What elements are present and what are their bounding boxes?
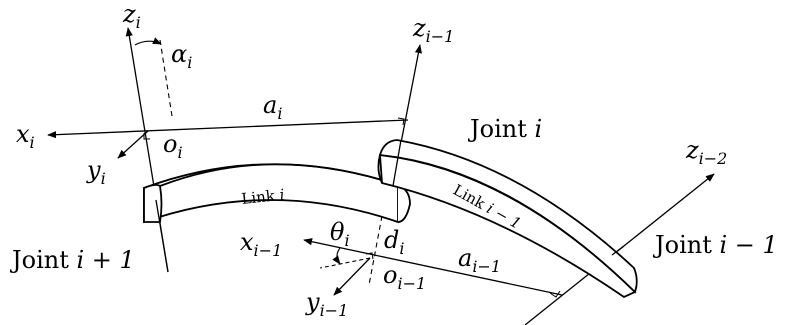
a-i-right-angle-mark	[397, 117, 405, 126]
o-i-label: oi	[163, 130, 183, 162]
link-i-label: Link i	[241, 186, 286, 208]
a-i-minus-1-right-angle-mark	[549, 290, 561, 298]
x-i-axis	[47, 119, 409, 139]
joint-i-label: Joint i	[467, 115, 542, 143]
link-i-minus-1-body	[377, 139, 638, 299]
x-i-dashed-projection	[319, 257, 371, 269]
z-i-label: zi	[122, 0, 141, 32]
y-i-minus-1-label: yi−1	[305, 288, 348, 320]
y-i-label: yi	[86, 156, 106, 188]
z-i-minus-1-axis-foreground	[392, 139, 402, 187]
o-i-right-angle-mark	[143, 133, 150, 140]
y-i-minus-1-axis	[333, 257, 371, 296]
z-i-minus-1-dashed-extension	[368, 215, 383, 286]
x-i-minus-1-axis	[303, 238, 563, 296]
alpha-i-label: αi	[171, 40, 192, 72]
z-i-minus-2-axis-foreground	[611, 245, 625, 256]
z-i-dashed-reference	[159, 39, 173, 117]
o-i-minus-1-right-angle-mark	[365, 252, 374, 260]
o-i-minus-1-label: oi−1	[383, 261, 426, 293]
x-i-minus-1-label: xi−1	[240, 228, 282, 260]
a-i-label: ai	[263, 91, 282, 123]
z-i-minus-2-label: zi−2	[685, 136, 727, 168]
frame-i	[47, 27, 409, 273]
joint-i-plus-1-label: Joint i + 1	[9, 246, 135, 274]
y-i-axis	[117, 130, 149, 159]
z-i-minus-1-label: zi−1	[412, 14, 454, 46]
d-i-label: di	[384, 226, 405, 258]
theta-i-label: θi	[330, 218, 350, 250]
frame-i-minus-1	[303, 44, 563, 296]
theta-i-arc	[332, 247, 341, 265]
alpha-i-arc	[134, 37, 162, 46]
x-i-label: xi	[16, 120, 35, 152]
link-i-body	[143, 163, 411, 224]
z-i-axis-foreground	[155, 199, 169, 273]
a-i-minus-1-label: ai−1	[458, 244, 501, 276]
z-i-minus-1-axis	[399, 44, 422, 149]
joint-i-minus-1-label: Joint i − 1	[652, 231, 778, 259]
